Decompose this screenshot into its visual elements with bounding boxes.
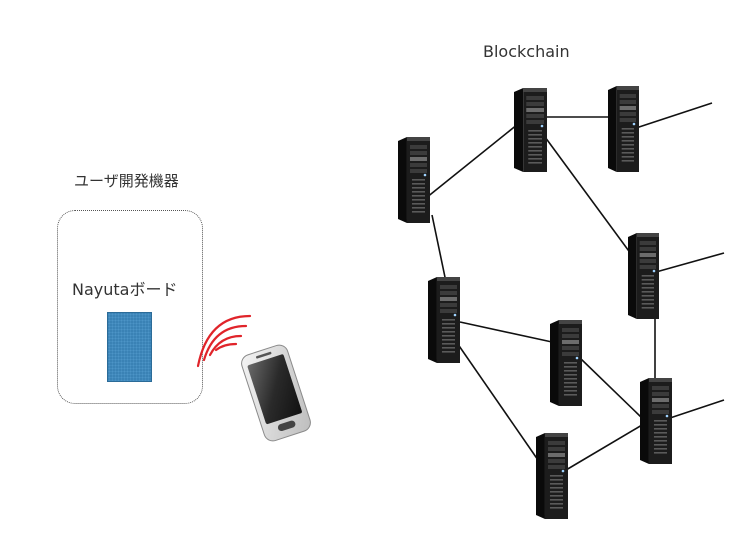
link-c-out — [635, 102, 713, 129]
link-d-f — [459, 321, 553, 343]
server-rack-icon — [640, 378, 672, 464]
blockchain-title: Blockchain — [483, 42, 570, 61]
smartphone-icon — [241, 344, 311, 442]
server-rack-icon — [608, 86, 639, 172]
link-d-g — [454, 339, 539, 461]
server-rack-icon — [628, 233, 659, 319]
board-label: Nayutaボード — [72, 280, 178, 299]
link-b-e — [544, 136, 635, 259]
server-rack-icon — [550, 320, 582, 406]
link-g-h — [565, 424, 643, 471]
user-device-box — [57, 210, 203, 404]
link-a-d — [431, 214, 447, 283]
server-rack-icon — [398, 137, 430, 223]
nayuta-board — [107, 312, 152, 382]
user-device-title: ユーザ開発機器 — [74, 172, 179, 190]
server-rack-icon — [428, 277, 460, 363]
server-rack-icon — [514, 88, 547, 172]
network-links — [425, 102, 725, 471]
link-e-out — [655, 252, 725, 273]
server-rack-icon — [536, 433, 568, 519]
link-a-b — [425, 123, 519, 199]
link-h-out — [669, 399, 725, 419]
wireless-signal-icon — [196, 314, 252, 368]
link-f-h — [579, 357, 643, 419]
server-racks — [398, 86, 672, 519]
